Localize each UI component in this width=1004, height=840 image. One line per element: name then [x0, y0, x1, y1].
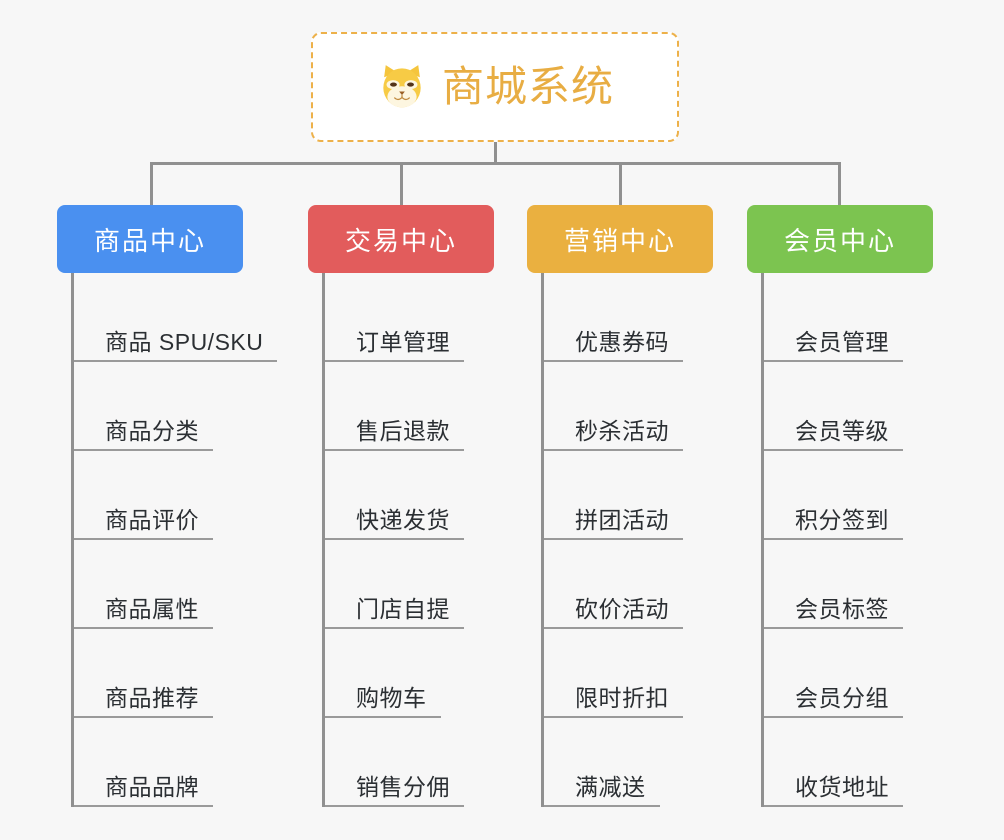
leaf-underline: 会员管理	[795, 328, 903, 362]
root-title: 商城系统	[441, 63, 614, 110]
connector-drop-4	[838, 162, 841, 207]
leaf-item[interactable]: 商品品牌	[74, 718, 243, 807]
connector-bus	[150, 162, 840, 165]
leaf-label: 会员分组	[795, 684, 889, 711]
category-node-1[interactable]: 商品中心	[57, 205, 243, 273]
leaf-underline: 门店自提	[356, 595, 464, 629]
leaf-underline: 商品评价	[105, 506, 213, 540]
category-column-4: 会员中心会员管理会员等级积分签到会员标签会员分组收货地址	[747, 205, 933, 807]
leaf-label: 售后退款	[356, 417, 450, 444]
leaf-item[interactable]: 砍价活动	[544, 540, 713, 629]
leaf-underline: 销售分佣	[356, 773, 464, 807]
leaf-item[interactable]: 会员管理	[764, 273, 933, 362]
category-node-3[interactable]: 营销中心	[527, 205, 713, 273]
category-node-4[interactable]: 会员中心	[747, 205, 933, 273]
leaf-item[interactable]: 订单管理	[325, 273, 494, 362]
leaf-list: 会员管理会员等级积分签到会员标签会员分组收货地址	[761, 273, 933, 807]
dog-face-icon	[383, 65, 421, 108]
leaf-label: 商品 SPU/SKU	[105, 328, 264, 355]
connector-root-stem	[494, 142, 497, 164]
leaf-underline: 售后退款	[356, 417, 464, 451]
leaf-underline: 限时折扣	[575, 684, 683, 718]
leaf-item[interactable]: 门店自提	[325, 540, 494, 629]
leaf-label: 限时折扣	[575, 684, 669, 711]
leaf-underline: 商品分类	[105, 417, 213, 451]
leaf-label: 积分签到	[795, 506, 889, 533]
leaf-underline: 订单管理	[356, 328, 464, 362]
leaf-label: 订单管理	[356, 328, 450, 355]
leaf-list: 订单管理售后退款快递发货门店自提购物车销售分佣	[322, 273, 494, 807]
leaf-label: 门店自提	[356, 595, 450, 622]
leaf-item[interactable]: 购物车	[325, 629, 494, 718]
leaf-underline: 商品品牌	[105, 773, 213, 807]
leaf-label: 商品品牌	[105, 773, 199, 800]
connector-drop-1	[150, 162, 153, 207]
category-column-2: 交易中心订单管理售后退款快递发货门店自提购物车销售分佣	[308, 205, 494, 807]
leaf-item[interactable]: 销售分佣	[325, 718, 494, 807]
leaf-item[interactable]: 会员标签	[764, 540, 933, 629]
leaf-list: 优惠券码秒杀活动拼团活动砍价活动限时折扣满减送	[541, 273, 713, 807]
leaf-item[interactable]: 商品推荐	[74, 629, 243, 718]
leaf-label: 秒杀活动	[575, 417, 669, 444]
leaf-underline: 秒杀活动	[575, 417, 683, 451]
leaf-label: 商品推荐	[105, 684, 199, 711]
leaf-underline: 满减送	[575, 773, 660, 807]
leaf-underline: 购物车	[356, 684, 441, 718]
category-label: 商品中心	[93, 225, 206, 256]
connector-drop-3	[619, 162, 622, 207]
category-column-3: 营销中心优惠券码秒杀活动拼团活动砍价活动限时折扣满减送	[527, 205, 713, 807]
leaf-underline: 优惠券码	[575, 328, 683, 362]
leaf-item[interactable]: 拼团活动	[544, 451, 713, 540]
leaf-item[interactable]: 满减送	[544, 718, 713, 807]
category-label: 营销中心	[563, 225, 676, 256]
category-label: 交易中心	[344, 225, 457, 256]
leaf-item[interactable]: 积分签到	[764, 451, 933, 540]
category-node-2[interactable]: 交易中心	[308, 205, 494, 273]
leaf-item[interactable]: 快递发货	[325, 451, 494, 540]
leaf-label: 收货地址	[795, 773, 889, 800]
leaf-label: 优惠券码	[575, 328, 669, 355]
leaf-underline: 会员分组	[795, 684, 903, 718]
leaf-underline: 商品推荐	[105, 684, 213, 718]
leaf-item[interactable]: 限时折扣	[544, 629, 713, 718]
leaf-underline: 会员等级	[795, 417, 903, 451]
leaf-item[interactable]: 优惠券码	[544, 273, 713, 362]
leaf-underline: 快递发货	[356, 506, 464, 540]
category-column-1: 商品中心商品 SPU/SKU 商品分类商品评价商品属性商品推荐商品品牌	[57, 205, 278, 807]
leaf-underline: 商品属性	[105, 595, 213, 629]
leaf-label: 会员管理	[795, 328, 889, 355]
leaf-label: 会员标签	[795, 595, 889, 622]
leaf-item[interactable]: 售后退款	[325, 362, 494, 451]
leaf-label: 拼团活动	[575, 506, 669, 533]
leaf-label: 购物车	[356, 684, 427, 711]
root-node[interactable]: 商城系统	[311, 32, 679, 142]
leaf-label: 快递发货	[356, 506, 450, 533]
leaf-item[interactable]: 秒杀活动	[544, 362, 713, 451]
leaf-label: 砍价活动	[575, 595, 669, 622]
leaf-label: 满减送	[575, 773, 646, 800]
leaf-list: 商品 SPU/SKU 商品分类商品评价商品属性商品推荐商品品牌	[71, 273, 278, 807]
leaf-underline: 砍价活动	[575, 595, 683, 629]
leaf-item[interactable]: 商品属性	[74, 540, 243, 629]
leaf-underline: 积分签到	[795, 506, 903, 540]
leaf-item[interactable]: 收货地址	[764, 718, 933, 807]
leaf-label: 销售分佣	[356, 773, 450, 800]
leaf-item[interactable]: 商品 SPU/SKU	[74, 273, 278, 362]
leaf-item[interactable]: 会员分组	[764, 629, 933, 718]
leaf-label: 商品评价	[105, 506, 199, 533]
connector-drop-2	[400, 162, 403, 207]
leaf-underline: 会员标签	[795, 595, 903, 629]
leaf-item[interactable]: 商品分类	[74, 362, 243, 451]
category-label: 会员中心	[783, 225, 896, 256]
leaf-label: 会员等级	[795, 417, 889, 444]
leaf-underline: 收货地址	[795, 773, 903, 807]
leaf-underline: 拼团活动	[575, 506, 683, 540]
leaf-label: 商品分类	[105, 417, 199, 444]
leaf-item[interactable]: 会员等级	[764, 362, 933, 451]
leaf-label: 商品属性	[105, 595, 199, 622]
leaf-item[interactable]: 商品评价	[74, 451, 243, 540]
leaf-underline: 商品 SPU/SKU	[105, 328, 278, 362]
